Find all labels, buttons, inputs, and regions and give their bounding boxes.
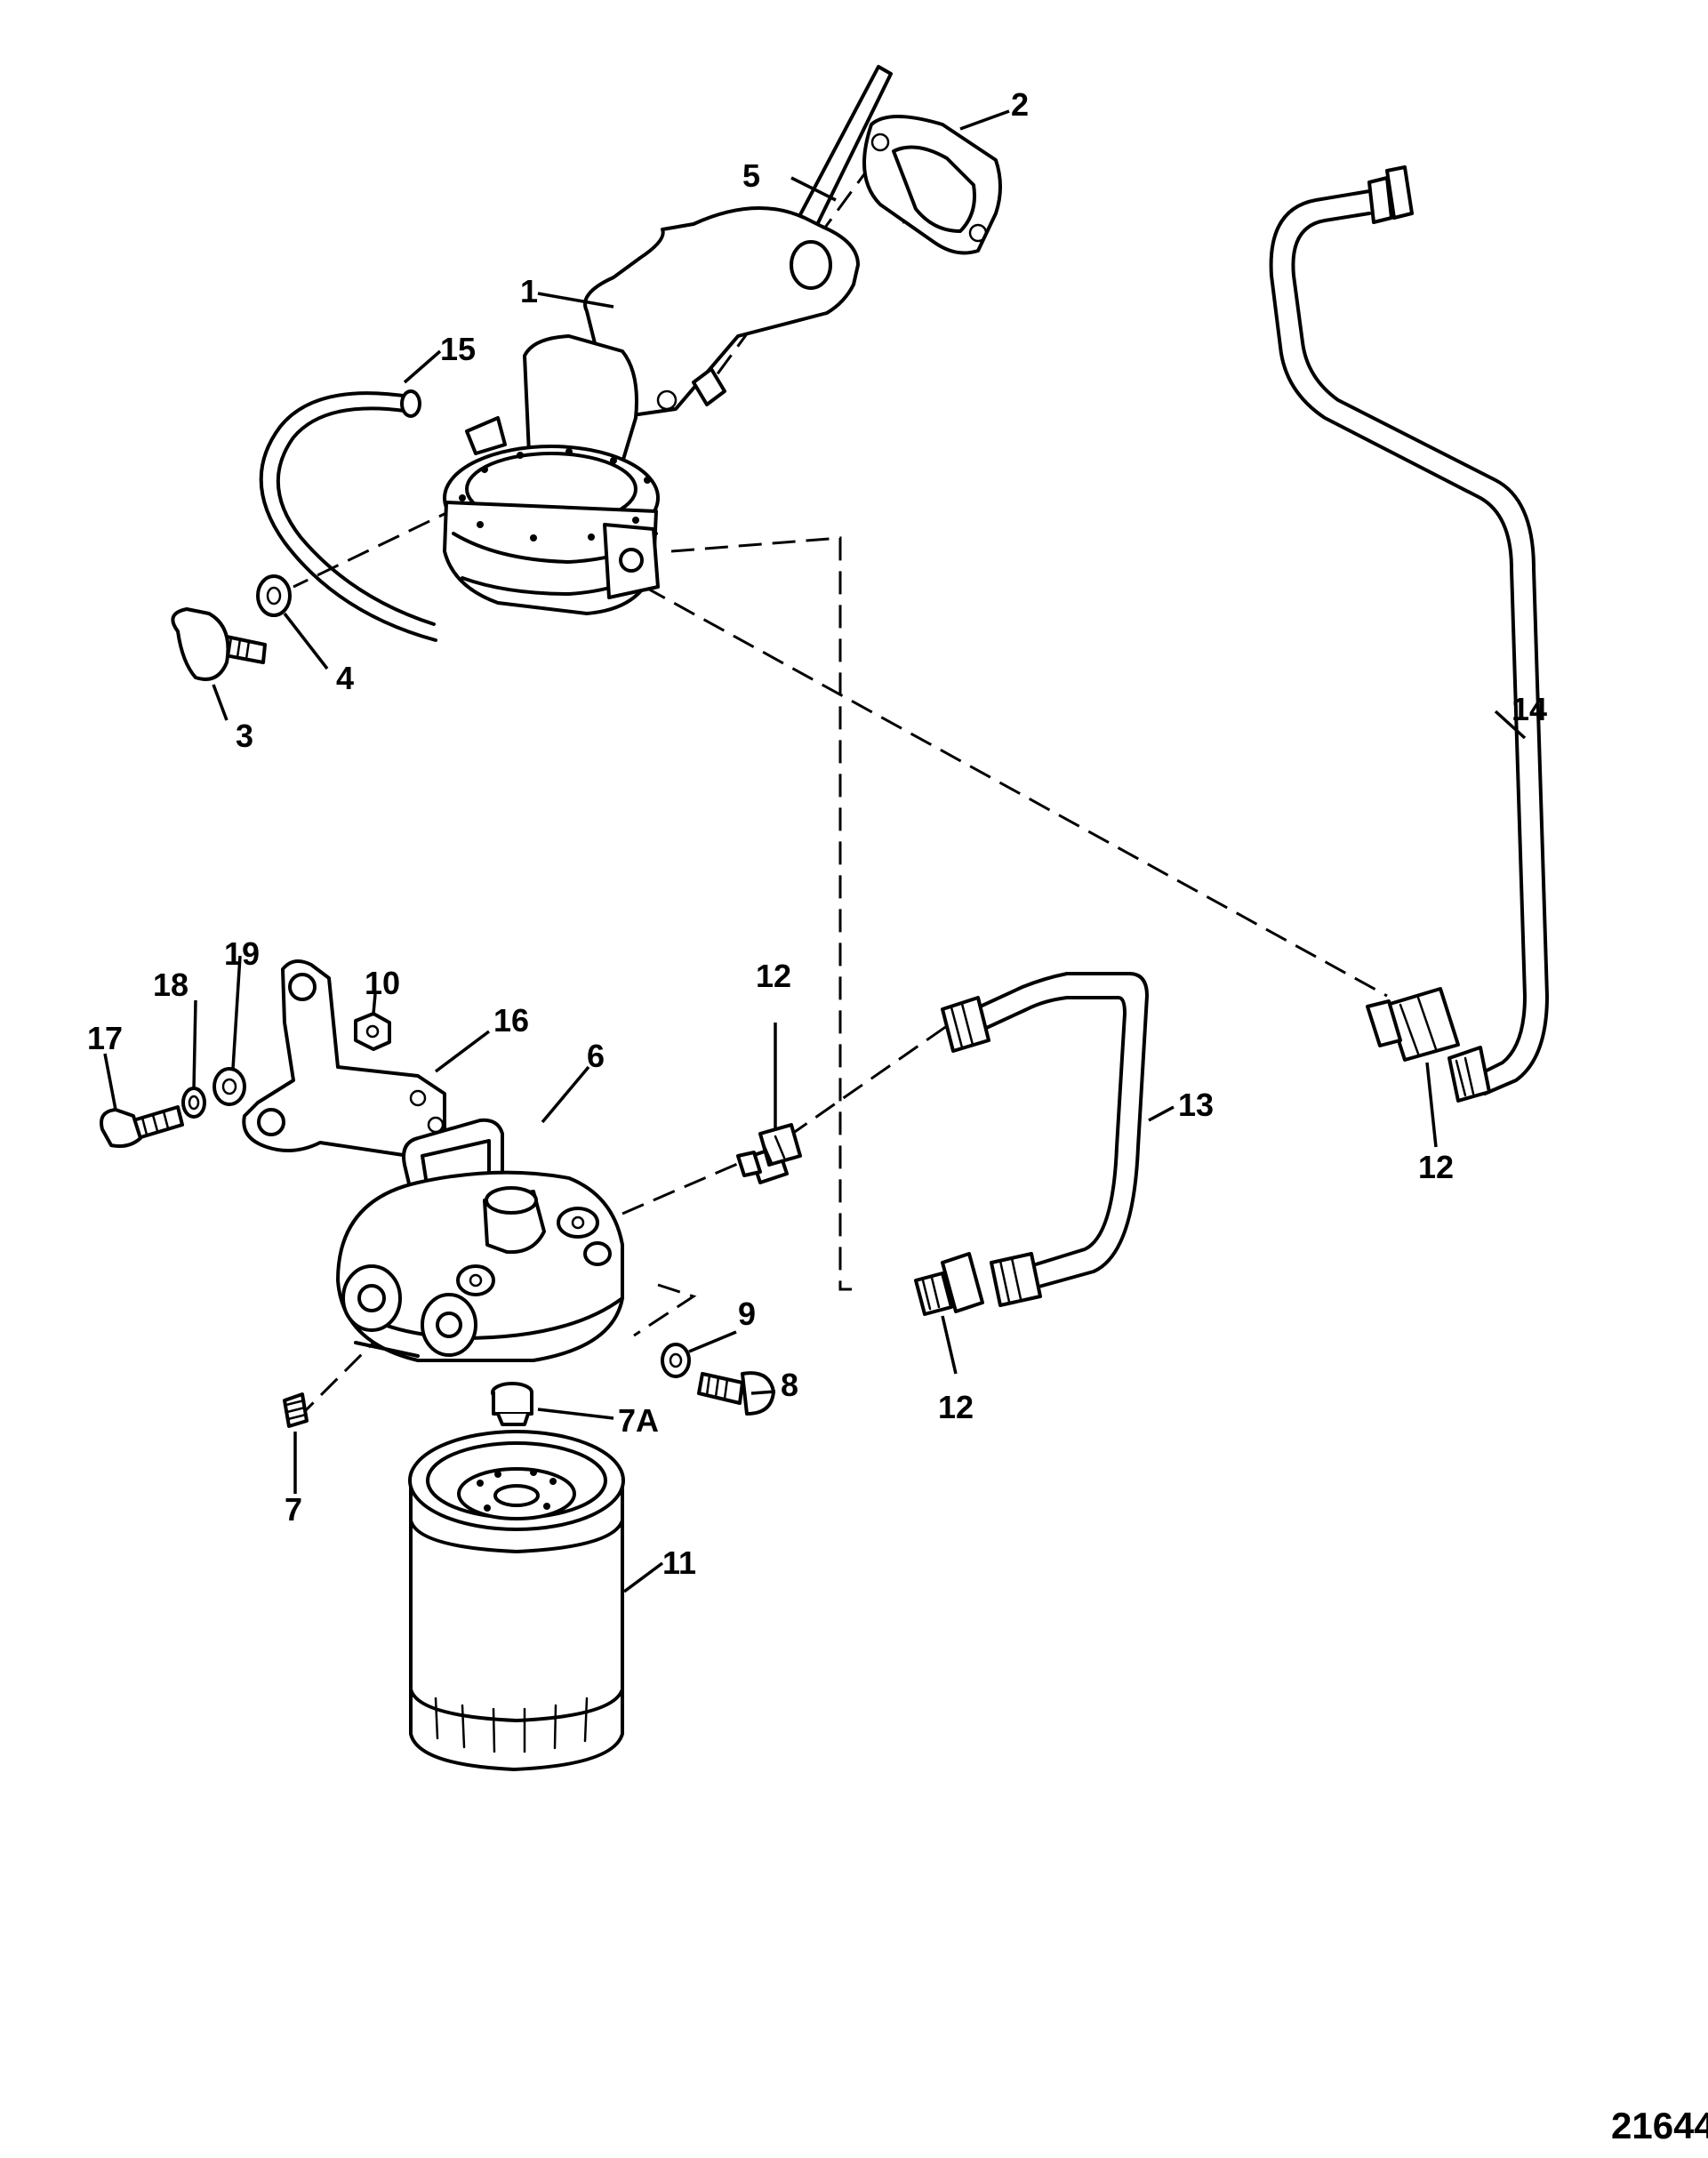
callout-8: 8 — [781, 1367, 798, 1403]
callout-5: 5 — [742, 157, 760, 194]
callout-9: 9 — [738, 1296, 756, 1332]
bracket — [242, 959, 446, 1158]
callout-13: 13 — [1178, 1087, 1214, 1123]
callout-1: 1 — [520, 273, 538, 309]
callout-2: 2 — [1011, 86, 1029, 123]
drain-plug — [491, 1382, 533, 1426]
hose — [259, 389, 437, 642]
fitting-12-bottom — [914, 1252, 984, 1316]
diaphragm-screws — [459, 448, 651, 542]
callout-4: 4 — [336, 660, 354, 696]
gasket — [862, 115, 1002, 255]
callout-18: 18 — [153, 967, 188, 1003]
bolt — [171, 607, 267, 681]
callout-3: 3 — [236, 718, 253, 754]
callout-12-right: 12 — [1418, 1149, 1454, 1185]
fitting-12-right — [1366, 987, 1460, 1062]
figure-number: 21644 — [1611, 2105, 1708, 2146]
fitting-12-middle — [736, 1123, 802, 1184]
callout-19: 19 — [224, 935, 260, 972]
fuel-pump — [443, 206, 860, 615]
fuel-filter — [408, 1430, 625, 1771]
filter-ports — [477, 1469, 557, 1512]
plug — [283, 1392, 309, 1428]
lockwasher-18 — [181, 1087, 206, 1119]
callout-7a: 7A — [618, 1402, 659, 1439]
callout-10: 10 — [365, 965, 400, 1001]
callout-12-middle: 12 — [756, 958, 791, 994]
callout-6: 6 — [587, 1038, 605, 1074]
bolt-17 — [100, 1105, 184, 1148]
callout-17: 17 — [87, 1020, 123, 1056]
washer-19 — [212, 1067, 246, 1106]
washer-9 — [661, 1343, 691, 1378]
washer — [256, 574, 292, 617]
fuel-line-14 — [1269, 165, 1549, 1103]
callout-7: 7 — [285, 1491, 302, 1528]
callout-15: 15 — [440, 331, 476, 367]
callout-11: 11 — [662, 1544, 696, 1581]
callout-16: 16 — [493, 1002, 529, 1039]
callouts: 1 2 5 15 3 4 14 13 12 12 12 6 16 10 19 1… — [87, 86, 1547, 1581]
callout-14: 14 — [1512, 691, 1547, 727]
nut — [354, 1012, 391, 1051]
fuel-line-13 — [941, 972, 1149, 1307]
callout-12-bottom: 12 — [938, 1389, 974, 1425]
leader-lines — [103, 109, 1527, 1593]
filter-base — [336, 1118, 624, 1362]
